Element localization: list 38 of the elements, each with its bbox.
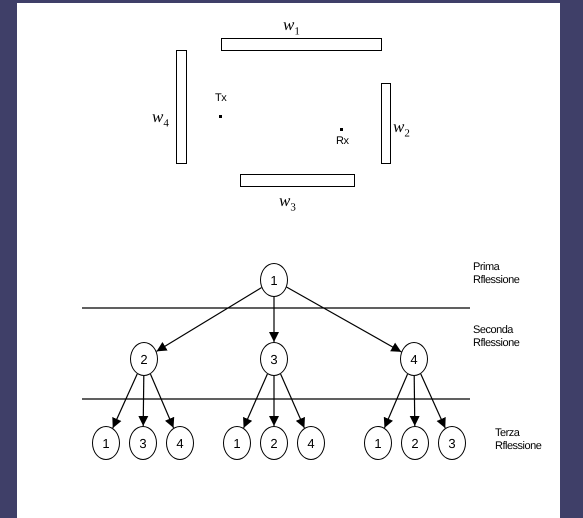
node-number: 3 — [270, 352, 278, 366]
wall-label: w$_{4}$ — [152, 108, 169, 130]
arrow — [420, 374, 446, 428]
node-number: 3 — [139, 436, 147, 450]
wall-bar — [240, 174, 355, 187]
arrow — [138, 376, 148, 426]
arrow — [243, 374, 268, 428]
node-number: 2 — [270, 436, 278, 450]
wall-label: w$_{3}$ — [279, 192, 296, 214]
wall-label: w$_{1}$ — [283, 16, 300, 38]
wall-bar — [176, 50, 187, 164]
arrow — [112, 374, 138, 428]
arrow — [269, 297, 279, 342]
node-number: 1 — [374, 436, 382, 450]
wall-bar — [381, 83, 391, 164]
wall-bar — [221, 38, 382, 51]
node-number: 2 — [411, 436, 419, 450]
node-number: 4 — [410, 352, 418, 366]
node-number: 2 — [140, 352, 148, 366]
arrow — [156, 287, 262, 352]
node-number: 1 — [233, 436, 241, 450]
arrow — [286, 286, 402, 352]
node-number: 3 — [448, 436, 456, 450]
receiver-label: Rx — [336, 135, 348, 148]
transmitter-label: Tx — [215, 92, 226, 105]
arrow — [410, 376, 420, 426]
node-number: 4 — [307, 436, 315, 450]
arrow — [384, 374, 408, 428]
arrow — [269, 376, 279, 426]
node-number: 1 — [270, 272, 278, 288]
band-label: Prima Rflessione — [473, 261, 520, 287]
node-number: 4 — [176, 436, 184, 450]
arrow — [280, 374, 305, 428]
band-label: Seconda Rflessione — [473, 324, 520, 350]
arrow — [150, 374, 174, 428]
node-number: 1 — [102, 436, 110, 450]
wall-label: w$_{2}$ — [393, 118, 410, 140]
band-label: Terza Rflessione — [495, 427, 542, 453]
